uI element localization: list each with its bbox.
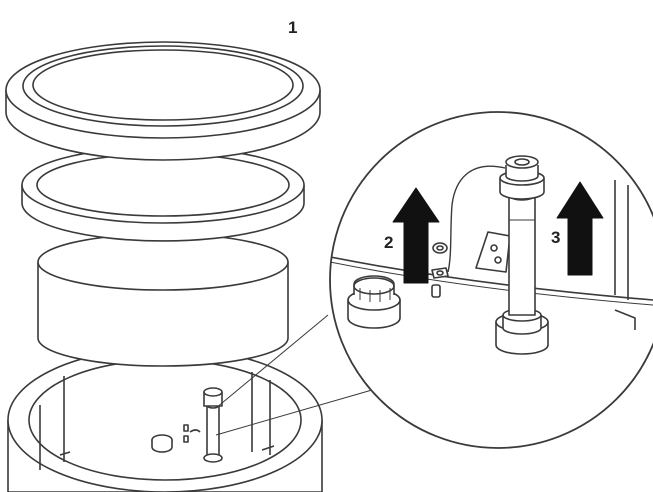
base-terminals — [183, 424, 201, 443]
middle-ring — [21, 146, 305, 242]
arrow-3 — [556, 181, 604, 276]
detail-terminals — [431, 242, 449, 298]
detail-cable — [447, 165, 506, 273]
magnifier-leader-lines — [215, 314, 373, 436]
middle-housing — [37, 233, 289, 367]
base-housing — [7, 347, 323, 492]
base-cap — [151, 434, 173, 453]
callout-label-3: 3 — [551, 228, 561, 247]
callout-label-1: 1 — [288, 18, 298, 37]
base-tube — [203, 387, 223, 463]
detail-magnifier — [329, 111, 653, 449]
callout-label-2: 2 — [384, 233, 394, 252]
arrow-2 — [392, 187, 440, 284]
detail-sensor-tube — [495, 155, 549, 355]
detail-cap — [347, 275, 401, 329]
top-lid — [5, 41, 321, 161]
